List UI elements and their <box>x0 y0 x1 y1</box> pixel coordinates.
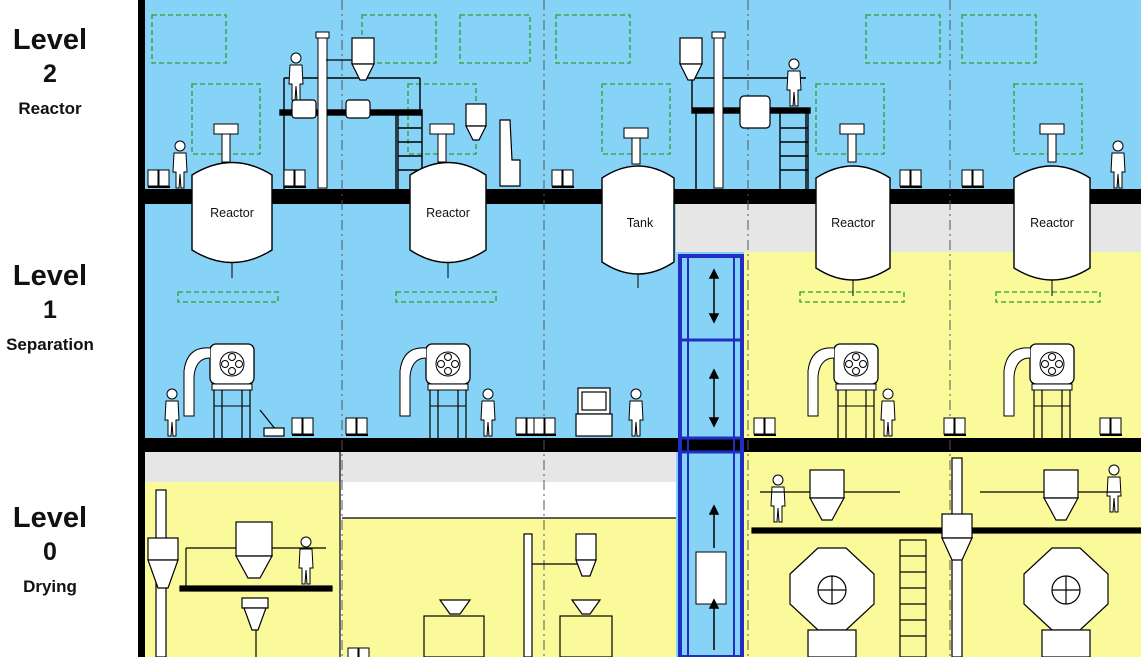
vessel-label: Reactor <box>210 206 254 220</box>
hopper-level2-c <box>465 103 521 187</box>
floor-slab-level-1 <box>138 438 1141 452</box>
vessel-label: Reactor <box>1030 216 1074 230</box>
dryer-equipment-zone-a <box>147 489 333 657</box>
equipment-footprints <box>151 14 1101 303</box>
dryer-equipment-zone-c <box>751 457 1141 657</box>
level-2-label: Level 2 Reactor <box>0 22 100 119</box>
vessel-reactor-4: Reactor <box>1013 123 1091 296</box>
level-number: 2 <box>43 60 57 88</box>
level-legend: Level 2 Reactor Level 1 Separation Level… <box>0 0 138 657</box>
level-area: Drying <box>23 577 77 596</box>
level-area: Reactor <box>18 99 82 118</box>
vessel-tank: Tank <box>601 127 675 288</box>
level-number: 0 <box>43 538 57 566</box>
outer-wall <box>138 0 145 657</box>
elevator-arrow-icon <box>708 268 720 650</box>
sample-scoop <box>259 409 285 437</box>
vessel-reactor-3: Reactor <box>815 123 891 296</box>
level-0-zone-b <box>342 518 676 657</box>
level-1-label: Level 1 Separation <box>0 258 100 355</box>
level-number: 1 <box>43 296 57 324</box>
hopper-level2-a <box>291 37 375 119</box>
level-0-corridor <box>138 452 676 482</box>
hopper-level2-b <box>679 37 771 129</box>
vessel-reactor-2: Reactor <box>409 123 487 278</box>
vessel-label: Tank <box>627 216 654 230</box>
control-cabinet <box>575 387 613 437</box>
vessel-label: Reactor <box>426 206 470 220</box>
vessel-reactor-1: Reactor <box>191 123 273 278</box>
elevator <box>678 254 744 657</box>
level-name: Level <box>12 24 88 56</box>
level-1-yellow-zone <box>744 252 1141 442</box>
level-0-label: Level 0 Drying <box>0 500 100 597</box>
level-name: Level <box>12 502 88 534</box>
dryer-equipment-zone-b <box>423 533 613 657</box>
level-area: Separation <box>6 335 94 354</box>
level-name: Level <box>12 260 88 292</box>
vessel-label: Reactor <box>831 216 875 230</box>
